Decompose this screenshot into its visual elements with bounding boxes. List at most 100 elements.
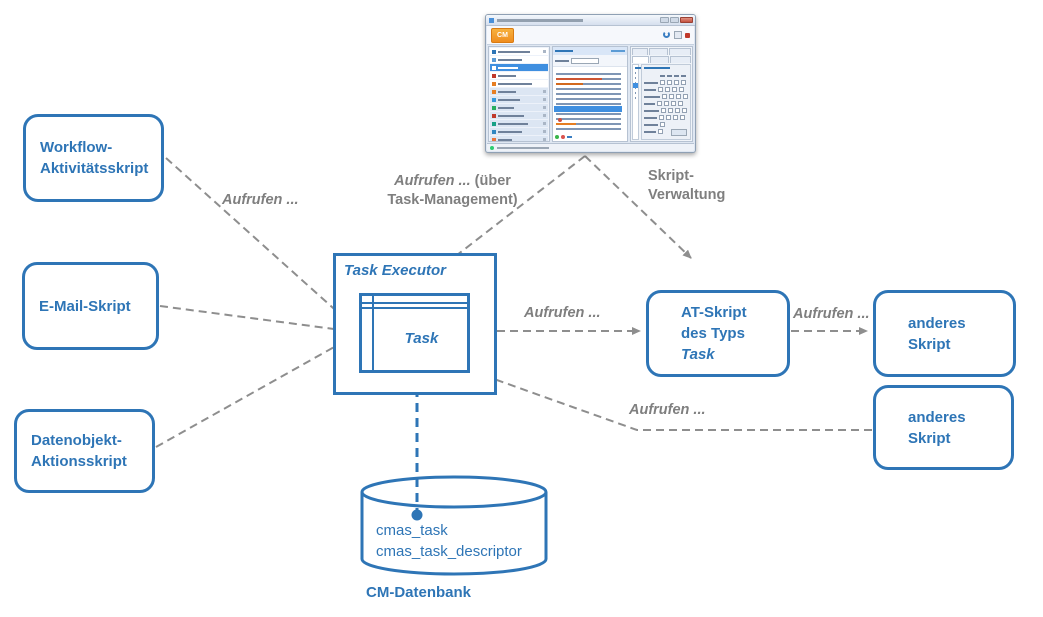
text-line [498,50,530,53]
grid-row [644,100,688,107]
checkbox-icon [683,94,688,99]
detail-panel [630,46,693,142]
grid-icon [674,31,682,39]
nav-icon [492,105,496,110]
nav-icon [492,65,496,70]
admin-tool-screenshot: CM [485,14,696,153]
text-line [498,58,522,61]
task-window-sidebar-line [372,296,374,370]
nav-group [490,120,548,127]
checkbox-icon [659,115,664,120]
checkbox-icon [660,122,665,127]
script-list [554,73,622,133]
error-dot-icon [558,118,562,122]
edge-label-script-admin: Skript- Verwaltung [648,168,726,203]
collapse-icon [543,50,546,53]
nav-group [490,128,548,135]
spacer [644,75,658,77]
link-text [611,50,625,52]
database-tables-label: cmas_task cmas_task_descriptor [376,522,522,560]
edge-label-task-to-at: Aufrufen ... [524,305,601,321]
checkbox-icon [657,101,662,106]
tab-active [632,56,649,63]
nav-group [490,96,548,103]
grid-header [644,72,688,79]
checkbox-icon [666,115,671,120]
list-header [553,47,627,55]
tab [632,48,648,55]
app-body [488,46,693,142]
row-label [644,95,660,98]
task-window: Task [359,293,470,373]
value-list [632,64,651,140]
checkbox-icon [672,87,677,92]
nav-group [490,112,548,119]
nav-icon [492,57,496,62]
text-line [498,74,516,77]
app-icon [489,18,494,23]
database-caption: CM-Datenbank [366,584,472,601]
status-ok-icon [490,145,494,150]
email-script-node: E-Mail-Skript [22,262,159,350]
grid-row [644,121,688,128]
other-script-bottom-label: anderes Skript [908,408,966,447]
expand-icon [543,122,546,125]
text-line [556,83,584,85]
detail-columns [632,64,691,140]
col-header [667,74,672,77]
edge-label-at-to-other: Aufrufen ... [793,306,870,322]
text-line [498,114,524,117]
nav-icon [492,49,496,54]
checkbox-icon [671,101,676,106]
at-script-node: AT-Skript des Typs Task [646,290,790,377]
status-text [497,146,549,149]
filter-row [553,55,627,67]
nav-icon [492,137,496,141]
checkbox-icon [669,94,674,99]
checkbox-icon [668,108,673,113]
nav-panel [488,46,550,142]
text-line [556,78,602,80]
grid-row [644,93,688,100]
text-line [556,123,576,125]
text-line [498,66,518,69]
email-script-label: E-Mail-Skript [39,297,131,315]
other-script-bottom-node: anderes Skript [873,385,1014,470]
list-sort-icon [567,136,572,138]
edge-label-other-call: Aufrufen ... [629,402,706,418]
checkbox-icon [665,87,670,92]
edge-dataobject-to-task [155,336,353,448]
app-toolbar: CM [487,26,694,45]
text-line [498,106,514,109]
app-window-titlebar [486,15,695,26]
row-label [644,102,655,105]
col-header [674,74,679,77]
at-script-line2: des Typs [681,325,745,342]
expand-icon [543,114,546,117]
edge-label-task-management-line2: Task-Management) [387,192,518,208]
grid-row [644,114,688,121]
edge-label-aufrufen: Aufrufen ... [394,173,471,189]
checkbox-icon [674,80,679,85]
checkbox-icon [676,94,681,99]
row-label [644,130,656,133]
checkbox-grid [641,64,691,140]
row-label [644,88,656,91]
nav-icon [492,97,496,102]
expand-icon [543,90,546,93]
expand-icon [543,130,546,133]
refresh-icon [663,31,670,38]
text-line [555,59,569,62]
edge-label-workflow-call: Aufrufen ... [222,192,299,208]
expand-icon [543,98,546,101]
nav-item [490,56,548,63]
app-title-text [497,19,583,22]
nav-icon [492,121,496,126]
nav-icon [492,89,496,94]
checkbox-icon [658,87,663,92]
row-label [644,109,659,112]
text-line [498,130,522,133]
tab [669,56,691,63]
task-window-header-line [362,302,467,304]
